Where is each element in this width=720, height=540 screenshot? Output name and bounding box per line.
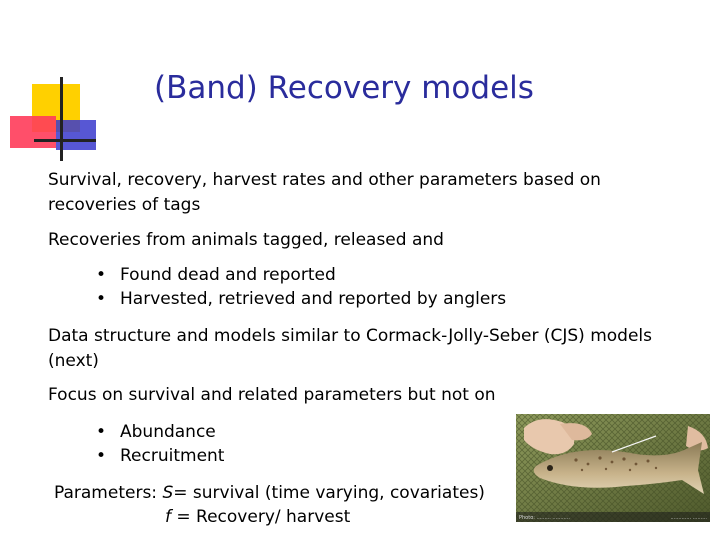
decor-horizontal-line: [34, 139, 96, 142]
paragraph-recoveries: Recoveries from animals tagged, released…: [48, 230, 444, 250]
slide-title: (Band) Recovery models: [154, 70, 534, 106]
bullet-recruitment-text: Recruitment: [120, 446, 225, 466]
fish-in-hand-photo: Photo: ......... ........... ...........…: [516, 414, 710, 522]
paragraph-survival-line1: Survival, recovery, harvest rates and ot…: [48, 170, 601, 190]
survival-definition: = survival (time varying, covariates): [173, 483, 485, 503]
symbol-s: S: [162, 483, 174, 503]
bullet-found-dead-text: Found dead and reported: [120, 265, 336, 285]
fish-photo-illustration: [516, 414, 710, 522]
bullet-abundance: • Abundance: [96, 420, 216, 444]
decor-vertical-line: [60, 77, 63, 161]
bullet-dot: •: [96, 422, 107, 442]
paragraph-focus: Focus on survival and related parameters…: [48, 385, 496, 405]
bullet-dot: •: [96, 289, 107, 309]
parameters-label: Parameters:: [54, 483, 163, 503]
paragraph-survival-line2: recoveries of tags: [48, 195, 201, 215]
bullet-dot: •: [96, 265, 107, 285]
paragraph-data-structure: Data structure and models similar to Cor…: [48, 324, 652, 374]
bullet-harvested: • Harvested, retrieved and reported by an…: [96, 287, 506, 311]
photo-caption-right: ............. .........: [670, 515, 707, 521]
decor-red-square: [10, 116, 56, 148]
recovery-definition: = Recovery/ harvest: [171, 507, 351, 527]
paragraph-data-structure-line2: (next): [48, 351, 99, 371]
paragraph-data-structure-line1: Data structure and models similar to Cor…: [48, 326, 652, 346]
bullet-harvested-text: Harvested, retrieved and reported by ang…: [120, 289, 507, 309]
paragraph-survival: Survival, recovery, harvest rates and ot…: [48, 168, 601, 218]
symbol-f: f: [165, 507, 171, 527]
parameters-block: Parameters: S= survival (time varying, c…: [54, 481, 485, 529]
bullet-abundance-text: Abundance: [120, 422, 216, 442]
bullet-found-dead: • Found dead and reported: [96, 263, 336, 287]
photo-caption-left: Photo: ......... ...........: [519, 515, 570, 521]
bullet-recruitment: • Recruitment: [96, 444, 224, 468]
bullet-dot: •: [96, 446, 107, 466]
parameters-line2: f = Recovery/ harvest: [54, 505, 485, 529]
